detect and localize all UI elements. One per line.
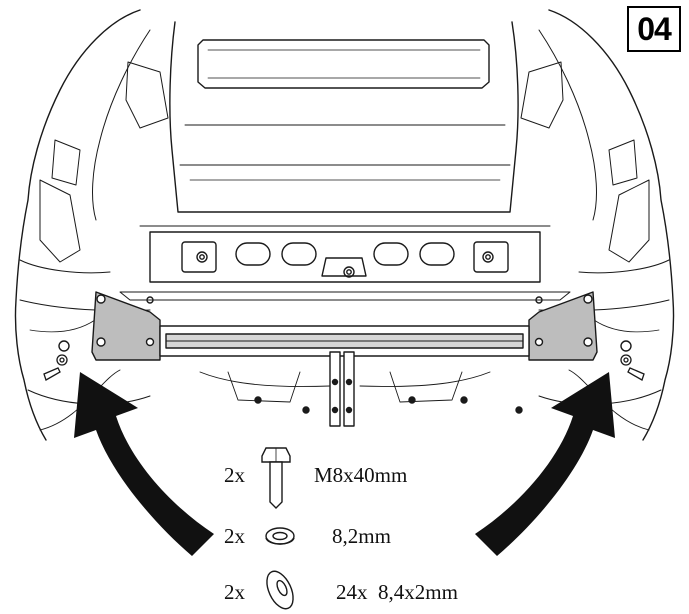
spring-washer-quantity: 2x bbox=[224, 524, 245, 548]
right-curved-arrow bbox=[475, 372, 615, 556]
left-mounting-bracket bbox=[91, 291, 161, 361]
left-body-outline bbox=[14, 9, 141, 441]
trunk-opening bbox=[169, 21, 519, 213]
bolt-spec: M8x40mm bbox=[314, 463, 408, 487]
spring-washer-spec: 8,2mm bbox=[332, 524, 391, 548]
arrows bbox=[74, 372, 615, 556]
towbar-assembly bbox=[91, 291, 598, 427]
flat-washer-quantity: 2x bbox=[224, 580, 245, 604]
spring-washer-icon bbox=[265, 527, 295, 545]
step-number-badge: 04 bbox=[627, 6, 681, 52]
rear-panel bbox=[149, 231, 541, 283]
rear-window bbox=[197, 39, 490, 89]
flat-washer-spec: 24x 8,4x2mm bbox=[336, 580, 458, 604]
bolt-icon bbox=[261, 447, 291, 509]
side-bolts bbox=[43, 354, 645, 381]
left-curved-arrow bbox=[74, 372, 214, 556]
right-body-outline bbox=[548, 9, 675, 441]
bolt-quantity: 2x bbox=[224, 463, 245, 487]
flat-washer-icon bbox=[266, 570, 294, 610]
right-mounting-bracket bbox=[528, 291, 598, 361]
